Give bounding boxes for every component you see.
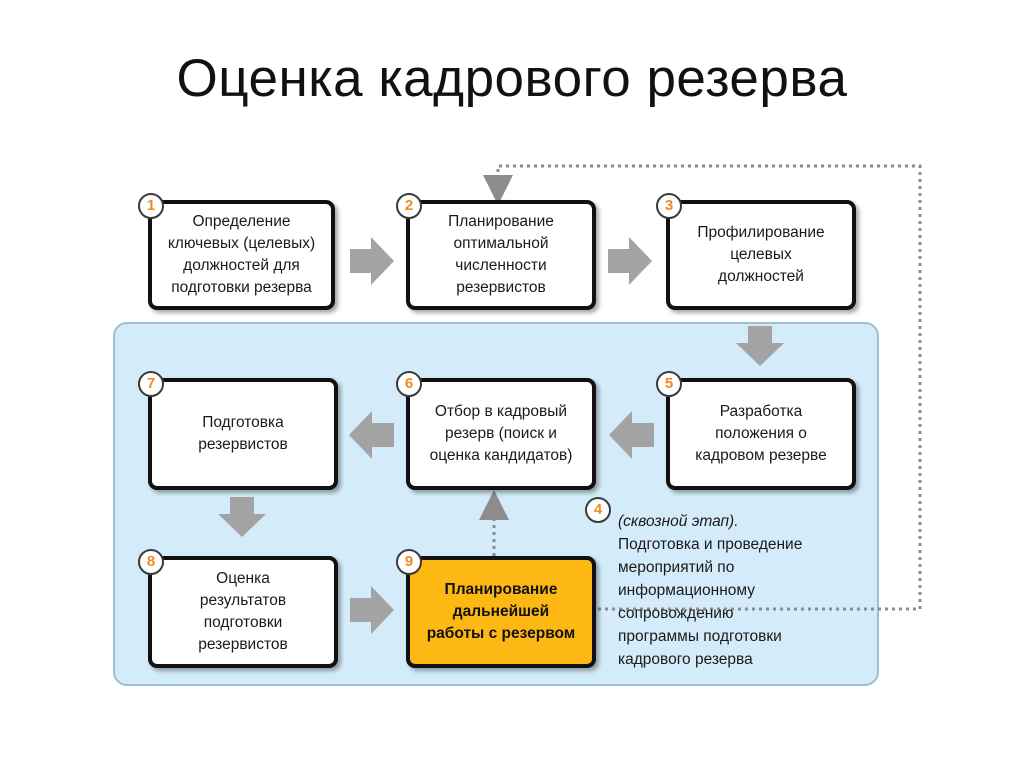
step-1-label: Определение ключевых (целевых) должносте…	[167, 213, 316, 296]
arrow-5-to-6	[609, 411, 654, 459]
step-4-note: (сквозной этап). Подготовка и проведение…	[618, 510, 878, 671]
step-1-number-badge: 1	[138, 193, 164, 219]
step-3-box: Профилирование целевых должностей	[666, 200, 856, 310]
arrow-6-to-7	[349, 411, 394, 459]
arrow-7-to-8	[218, 497, 266, 537]
step-4-note-text: Подготовка и проведение мероприятий по и…	[618, 536, 803, 668]
arrow-8-to-9	[350, 586, 394, 634]
slide-title: Оценка кадрового резерва	[176, 49, 848, 108]
step-6-box: Отбор в кадровый резерв (поиск и оценка …	[406, 378, 596, 490]
step-5-box: Разработка положения о кадровом резерве	[666, 378, 856, 490]
step-3-label: Профилирование целевых должностей	[697, 224, 825, 285]
step-7-box: Подготовка резервистов	[148, 378, 338, 490]
step-5-label: Разработка положения о кадровом резерве	[695, 403, 827, 464]
step-2-number-badge: 2	[396, 193, 422, 219]
step-4-number-badge: 4	[585, 497, 611, 523]
step-6-label: Отбор в кадровый резерв (поиск и оценка …	[429, 403, 573, 464]
arrow-1-to-2	[350, 237, 394, 285]
step-9-number-badge: 9	[396, 549, 422, 575]
step-2-label: Планирование оптимальной численности рез…	[448, 213, 554, 296]
step-2-box: Планирование оптимальной численности рез…	[406, 200, 596, 310]
arrow-2-to-3	[608, 237, 652, 285]
step-8-label: Оценка результатов подготовки резервисто…	[198, 570, 288, 653]
step-9-label: Планирование дальнейшей работы с резерво…	[426, 581, 576, 642]
step-1-box: Определение ключевых (целевых) должносте…	[148, 200, 335, 310]
step-3-number-badge: 3	[656, 193, 682, 219]
step-7-number-badge: 7	[138, 371, 164, 397]
arrow-3-to-5	[736, 326, 784, 366]
step-5-number-badge: 5	[656, 371, 682, 397]
step-8-box: Оценка результатов подготовки резервисто…	[148, 556, 338, 668]
step-4-note-qualifier: (сквозной этап).	[618, 513, 739, 530]
dotted-loop-connector	[483, 164, 922, 611]
step-8-number-badge: 8	[138, 549, 164, 575]
step-6-number-badge: 6	[396, 371, 422, 397]
step-7-label: Подготовка резервистов	[198, 414, 288, 453]
step-9-box: Планирование дальнейшей работы с резерво…	[406, 556, 596, 668]
